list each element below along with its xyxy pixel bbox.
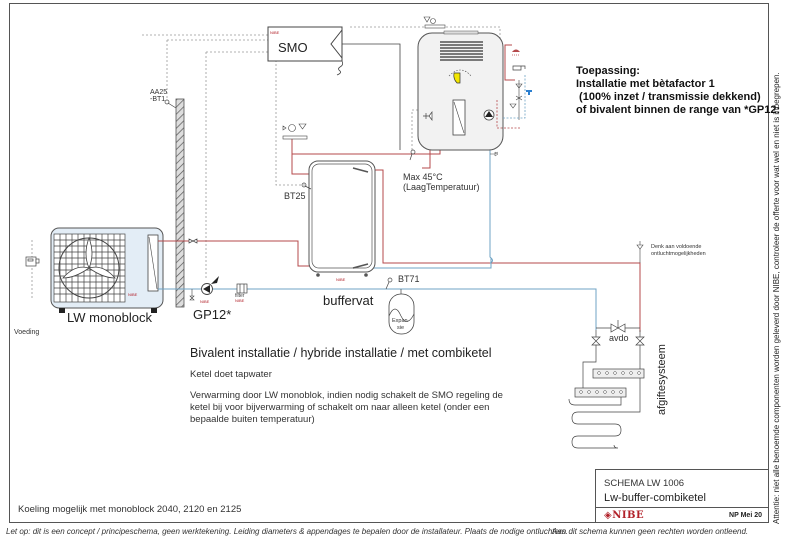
smo-label: SMO xyxy=(278,40,308,55)
side-attention-note: Attentie: niet alle benoemde componenten… xyxy=(772,72,781,524)
filter-icon: NIBE xyxy=(235,283,248,303)
cold-water-tap-icon xyxy=(526,90,532,95)
wall xyxy=(175,98,185,308)
distribution-label: afgiftesysteem xyxy=(656,344,668,415)
burner-flame-icon xyxy=(453,72,461,84)
bypass-valve-icon xyxy=(596,320,640,333)
svg-text:NIBE: NIBE xyxy=(270,30,280,35)
shower-icon xyxy=(512,49,520,56)
venting-note-2: ontluchtmogelijkheden xyxy=(651,251,706,257)
boiler-pump-icon xyxy=(483,109,495,121)
footer-rights: Aan dit schema kunnen geen rechten worde… xyxy=(552,527,749,536)
description-sub: Ketel doet tapwater xyxy=(190,369,272,380)
inlet-combination-icon xyxy=(509,80,523,120)
drawing-frame xyxy=(9,3,769,523)
application-line-1: Installatie met bètafactor 1 xyxy=(576,78,715,90)
safety-group-icon xyxy=(282,123,308,140)
title-block: SCHEMA LW 1006 Lw-buffer-combiketel ◈NIB… xyxy=(595,469,768,522)
check-valve-icon xyxy=(188,238,198,244)
power-socket-icon xyxy=(25,256,40,267)
schema-date: NP Mei 20 xyxy=(729,512,762,519)
signal-line-boiler-side xyxy=(411,109,418,150)
application-note: Toepassing: Installatie met bètafactor 1… xyxy=(576,65,780,117)
manifold-ports xyxy=(579,371,641,394)
faucet-icon xyxy=(512,65,526,71)
description-heading: Bivalent installatie / hybride installat… xyxy=(190,346,492,360)
aa25-label: AA25 xyxy=(150,89,168,96)
pump-gp12-icon: NIBE xyxy=(200,276,219,304)
application-line-3: of bivalent binnen de range van *GP12: xyxy=(576,104,781,116)
power-supply-label: Voeding xyxy=(14,329,40,336)
nibe-logo: ◈NIBE xyxy=(604,510,645,521)
dhw-supply xyxy=(504,44,515,81)
schema-name: Lw-buffer-combiketel xyxy=(604,492,706,504)
bt71-sensor-icon xyxy=(385,277,393,290)
smo-plug-icon xyxy=(336,60,344,76)
smo-controller: NIBE xyxy=(267,26,344,76)
isolation-valve-left-icon xyxy=(582,330,601,390)
floor-heating-loop xyxy=(568,378,641,449)
bt1-label: -BT1 xyxy=(150,96,166,103)
drain-valve-icon xyxy=(189,289,195,301)
air-vent-icon xyxy=(636,241,644,263)
expansion-label-2: sie xyxy=(397,325,405,331)
signal-wiring xyxy=(31,26,501,300)
cooling-note: Koeling mogelijk met monoblock 2040, 212… xyxy=(18,504,242,515)
boiler-temp-sensor-icon xyxy=(409,149,416,161)
dhw-cold-line xyxy=(503,75,526,119)
combi-boiler xyxy=(417,30,504,151)
buffer-vessel: NIBE xyxy=(308,160,376,282)
application-line-2: (100% inzet / transmissie dekkend) xyxy=(576,91,761,103)
supply-piping xyxy=(158,44,641,332)
schema-code: SCHEMA LW 1006 xyxy=(604,478,685,489)
svg-text:NIBE: NIBE xyxy=(235,298,245,303)
dhw-hot-line xyxy=(496,100,520,129)
title-block-divider xyxy=(596,507,768,508)
aa25-sensor-icon xyxy=(164,99,177,109)
boiler-safety-group-icon xyxy=(423,16,446,29)
isolation-valve-right-icon xyxy=(635,330,645,375)
low-temp-label: (LaagTemperatuur) xyxy=(403,182,480,192)
manifold-supply xyxy=(592,368,645,379)
manifold-return xyxy=(574,387,627,398)
application-heading: Toepassing: xyxy=(576,65,640,77)
svg-text:NIBE: NIBE xyxy=(336,277,346,282)
svg-text:NIBE: NIBE xyxy=(200,299,210,304)
fan-icon xyxy=(62,236,116,279)
max-temp-label: Max 45°C xyxy=(403,172,443,182)
bt71-label: BT71 xyxy=(398,274,420,284)
signal-line-bt25 xyxy=(275,60,305,186)
expansion-label-1: Expan- xyxy=(392,318,410,324)
bt25-sensor-icon xyxy=(301,182,312,190)
footer-disclaimer: Let op: dit is een concept / principesch… xyxy=(6,527,568,536)
smo-to-boiler-cable xyxy=(342,43,401,150)
return-piping xyxy=(158,74,597,330)
description-body: Verwarming door LW monoblok, indien nodi… xyxy=(190,390,503,425)
signal-line-boiler xyxy=(350,26,501,40)
buffer-label: buffervat xyxy=(323,293,374,308)
heat-pump-label: LW monoblock xyxy=(67,310,153,325)
signal-line-aa25 xyxy=(166,39,268,100)
boiler-drain-valve-icon xyxy=(490,151,499,157)
bt25-label: BT25 xyxy=(284,191,306,201)
expansion-vessel xyxy=(388,289,415,335)
outdoor-unit: NIBE xyxy=(50,227,164,313)
pump-label: GP12* xyxy=(193,307,232,322)
venting-note-1: Denk aan voldoende xyxy=(651,244,702,250)
filter-label: filter xyxy=(235,293,245,299)
bypass-valve-label: avdo xyxy=(609,333,629,343)
signal-line-gp12 xyxy=(205,51,268,280)
three-way-valve-icon xyxy=(423,110,433,122)
svg-text:NIBE: NIBE xyxy=(128,292,138,297)
